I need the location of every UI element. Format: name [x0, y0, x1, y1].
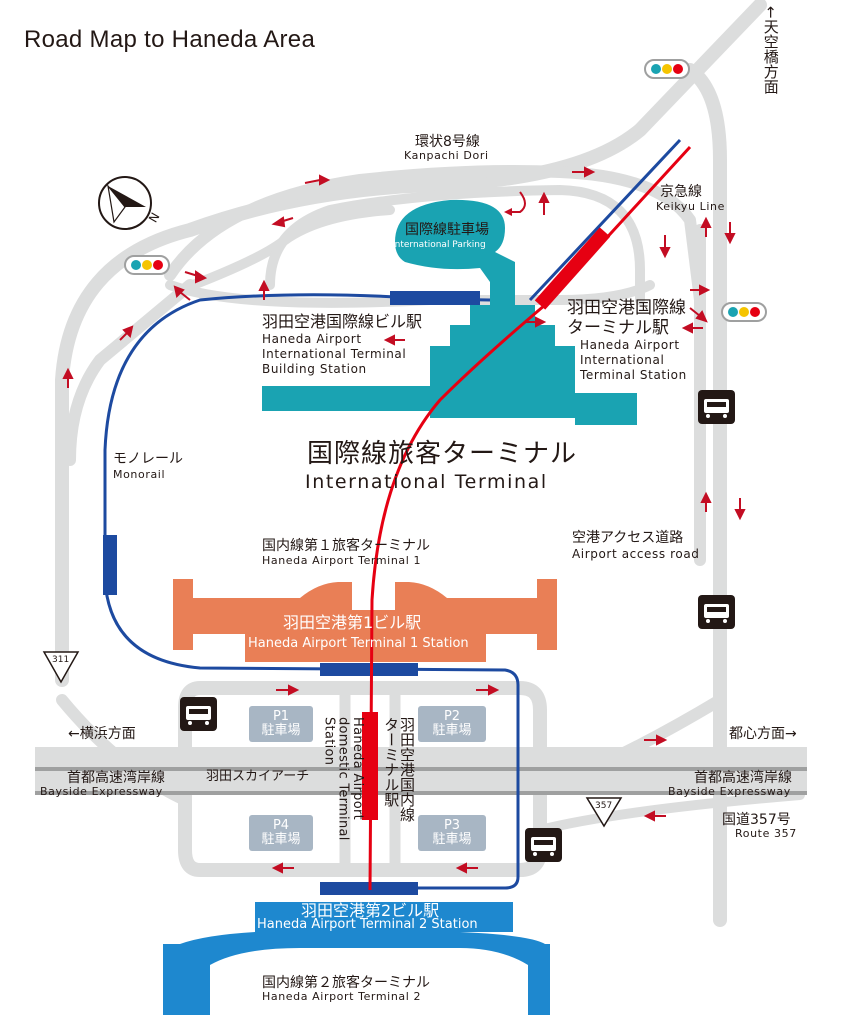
road-kanpachi-outer — [164, 165, 706, 306]
t1-label-jp: 国内線第１旅客ターミナル — [262, 538, 430, 554]
skyarch-label: 羽田スカイアーチ — [206, 769, 310, 784]
intl-terminal-label-jp: 国際線旅客ターミナル — [307, 439, 578, 469]
terminal-2-building — [163, 902, 550, 1015]
route-357-shield — [585, 797, 623, 828]
bus-icon-p1 — [180, 697, 217, 731]
parking-p1-num: P1 — [272, 709, 290, 724]
parking-p2-label: 駐車場 — [432, 723, 472, 739]
monorail-intl-station-jp: 羽田空港国際線ビル駅 — [262, 312, 423, 331]
t2-station-en: Haneda Airport Terminal 2 Station — [257, 917, 478, 932]
monorail-label-jp: モノレール — [113, 451, 183, 467]
bus-icon-access-road — [698, 595, 735, 629]
t2-station-jp: 羽田空港第2ビル駅 — [301, 901, 440, 920]
bayside-east-jp: 首都高速湾岸線 — [694, 770, 792, 786]
bayside-west-jp: 首都高速湾岸線 — [67, 770, 165, 786]
access-road-label-en: Airport access road — [572, 547, 700, 561]
keikyu-line — [362, 138, 692, 891]
keikyu-label-jp: 京急線 — [660, 184, 702, 200]
t1-station-jp: 羽田空港第1ビル駅 — [283, 613, 422, 632]
traffic-arrows — [62, 166, 746, 874]
intl-parking-label-jp: 国際線駐車場 — [405, 222, 489, 238]
route357-label-jp: 国道357号 — [722, 812, 791, 828]
parking-p3-label: 駐車場 — [432, 832, 472, 848]
traffic-light-east — [721, 302, 767, 322]
road-west-diagonal — [64, 279, 196, 466]
keikyu-intl-station-en2: International — [580, 353, 665, 367]
bus-icon-p3 — [525, 828, 562, 862]
parking-p4-label: 駐車場 — [261, 832, 301, 848]
bayside-west-en: Bayside Expressway — [40, 785, 163, 798]
road-route357 — [535, 790, 805, 835]
compass-north-label: N — [146, 210, 163, 225]
terminal-1-building — [173, 579, 557, 662]
t1-label-en: Haneda Airport Terminal 1 — [262, 554, 422, 567]
yokohama-direction: ←横浜方面 — [68, 726, 136, 742]
intl-parking-label-en: International Parking — [392, 240, 486, 250]
keikyu-intl-station-en3: Terminal Station — [580, 368, 687, 382]
route-357-number: 357 — [595, 801, 613, 811]
bayside-expressway — [35, 747, 807, 795]
route357-label-en: Route 357 — [735, 827, 797, 840]
bayside-east-en: Bayside Expressway — [668, 785, 791, 798]
tenkubashi-direction: ←天空橋方面 — [761, 6, 780, 94]
parking-p1: P1 駐車場 — [249, 706, 313, 742]
t1-station-en: Haneda Airport Terminal 1 Station — [248, 636, 469, 651]
keikyu-intl-station-jp1: 羽田空港国際線 — [567, 298, 686, 318]
parking-p4: P4 駐車場 — [249, 815, 313, 851]
t2-label-jp: 国内線第２旅客ターミナル — [262, 975, 430, 991]
parking-p3: P3 駐車場 — [418, 815, 486, 851]
kanpachi-label-jp: 環状8号線 — [415, 134, 480, 150]
monorail-intl-station-en2: International Terminal — [262, 347, 407, 361]
monorail-intl-station-en3: Building Station — [262, 362, 367, 376]
parking-p2-num: P2 — [443, 709, 461, 724]
bus-icons — [180, 390, 735, 862]
route-311-number: 311 — [52, 655, 70, 665]
parking-p2: P2 駐車場 — [418, 706, 486, 742]
international-parking — [395, 199, 515, 282]
keikyu-intl-station-en1: Haneda Airport — [580, 338, 680, 352]
parking-p1-label: 駐車場 — [261, 723, 301, 739]
compass-icon — [98, 176, 152, 230]
monorail-label-en: Monorail — [113, 468, 166, 481]
intl-terminal-label-en: International Terminal — [305, 471, 548, 493]
t2-label-en: Haneda Airport Terminal 2 — [262, 990, 422, 1003]
domestic-station-en: Haneda Airport domestic Terminal Station — [321, 717, 365, 841]
kanpachi-label-en: Kanpachi Dori — [404, 149, 489, 162]
route-311-shield — [42, 651, 80, 684]
u-turn-arrow — [510, 191, 526, 213]
keikyu-label-en: Keikyu Line — [656, 200, 725, 213]
keikyu-intl-station-jp2: ターミナル駅 — [567, 318, 669, 338]
traffic-light-north — [644, 59, 690, 79]
bus-icon-intl — [698, 390, 735, 424]
international-terminal-building — [262, 280, 637, 425]
road-monorail-parallel — [165, 280, 655, 308]
toshin-direction: 都心方面→ — [729, 726, 797, 742]
traffic-light-west — [124, 255, 170, 275]
domestic-station-jp: 羽田空港国内線ターミナル駅 — [382, 717, 416, 822]
monorail-intl-station-en1: Haneda Airport — [262, 332, 362, 346]
parking-p3-num: P3 — [443, 818, 461, 833]
access-road-label-jp: 空港アクセス道路 — [572, 530, 684, 546]
page-title: Road Map to Haneda Area — [24, 26, 316, 53]
parking-p4-num: P4 — [272, 818, 290, 833]
road-inner-loop — [265, 185, 645, 305]
road-east-north — [683, 63, 727, 927]
u-turn-arrow-head — [504, 208, 512, 216]
